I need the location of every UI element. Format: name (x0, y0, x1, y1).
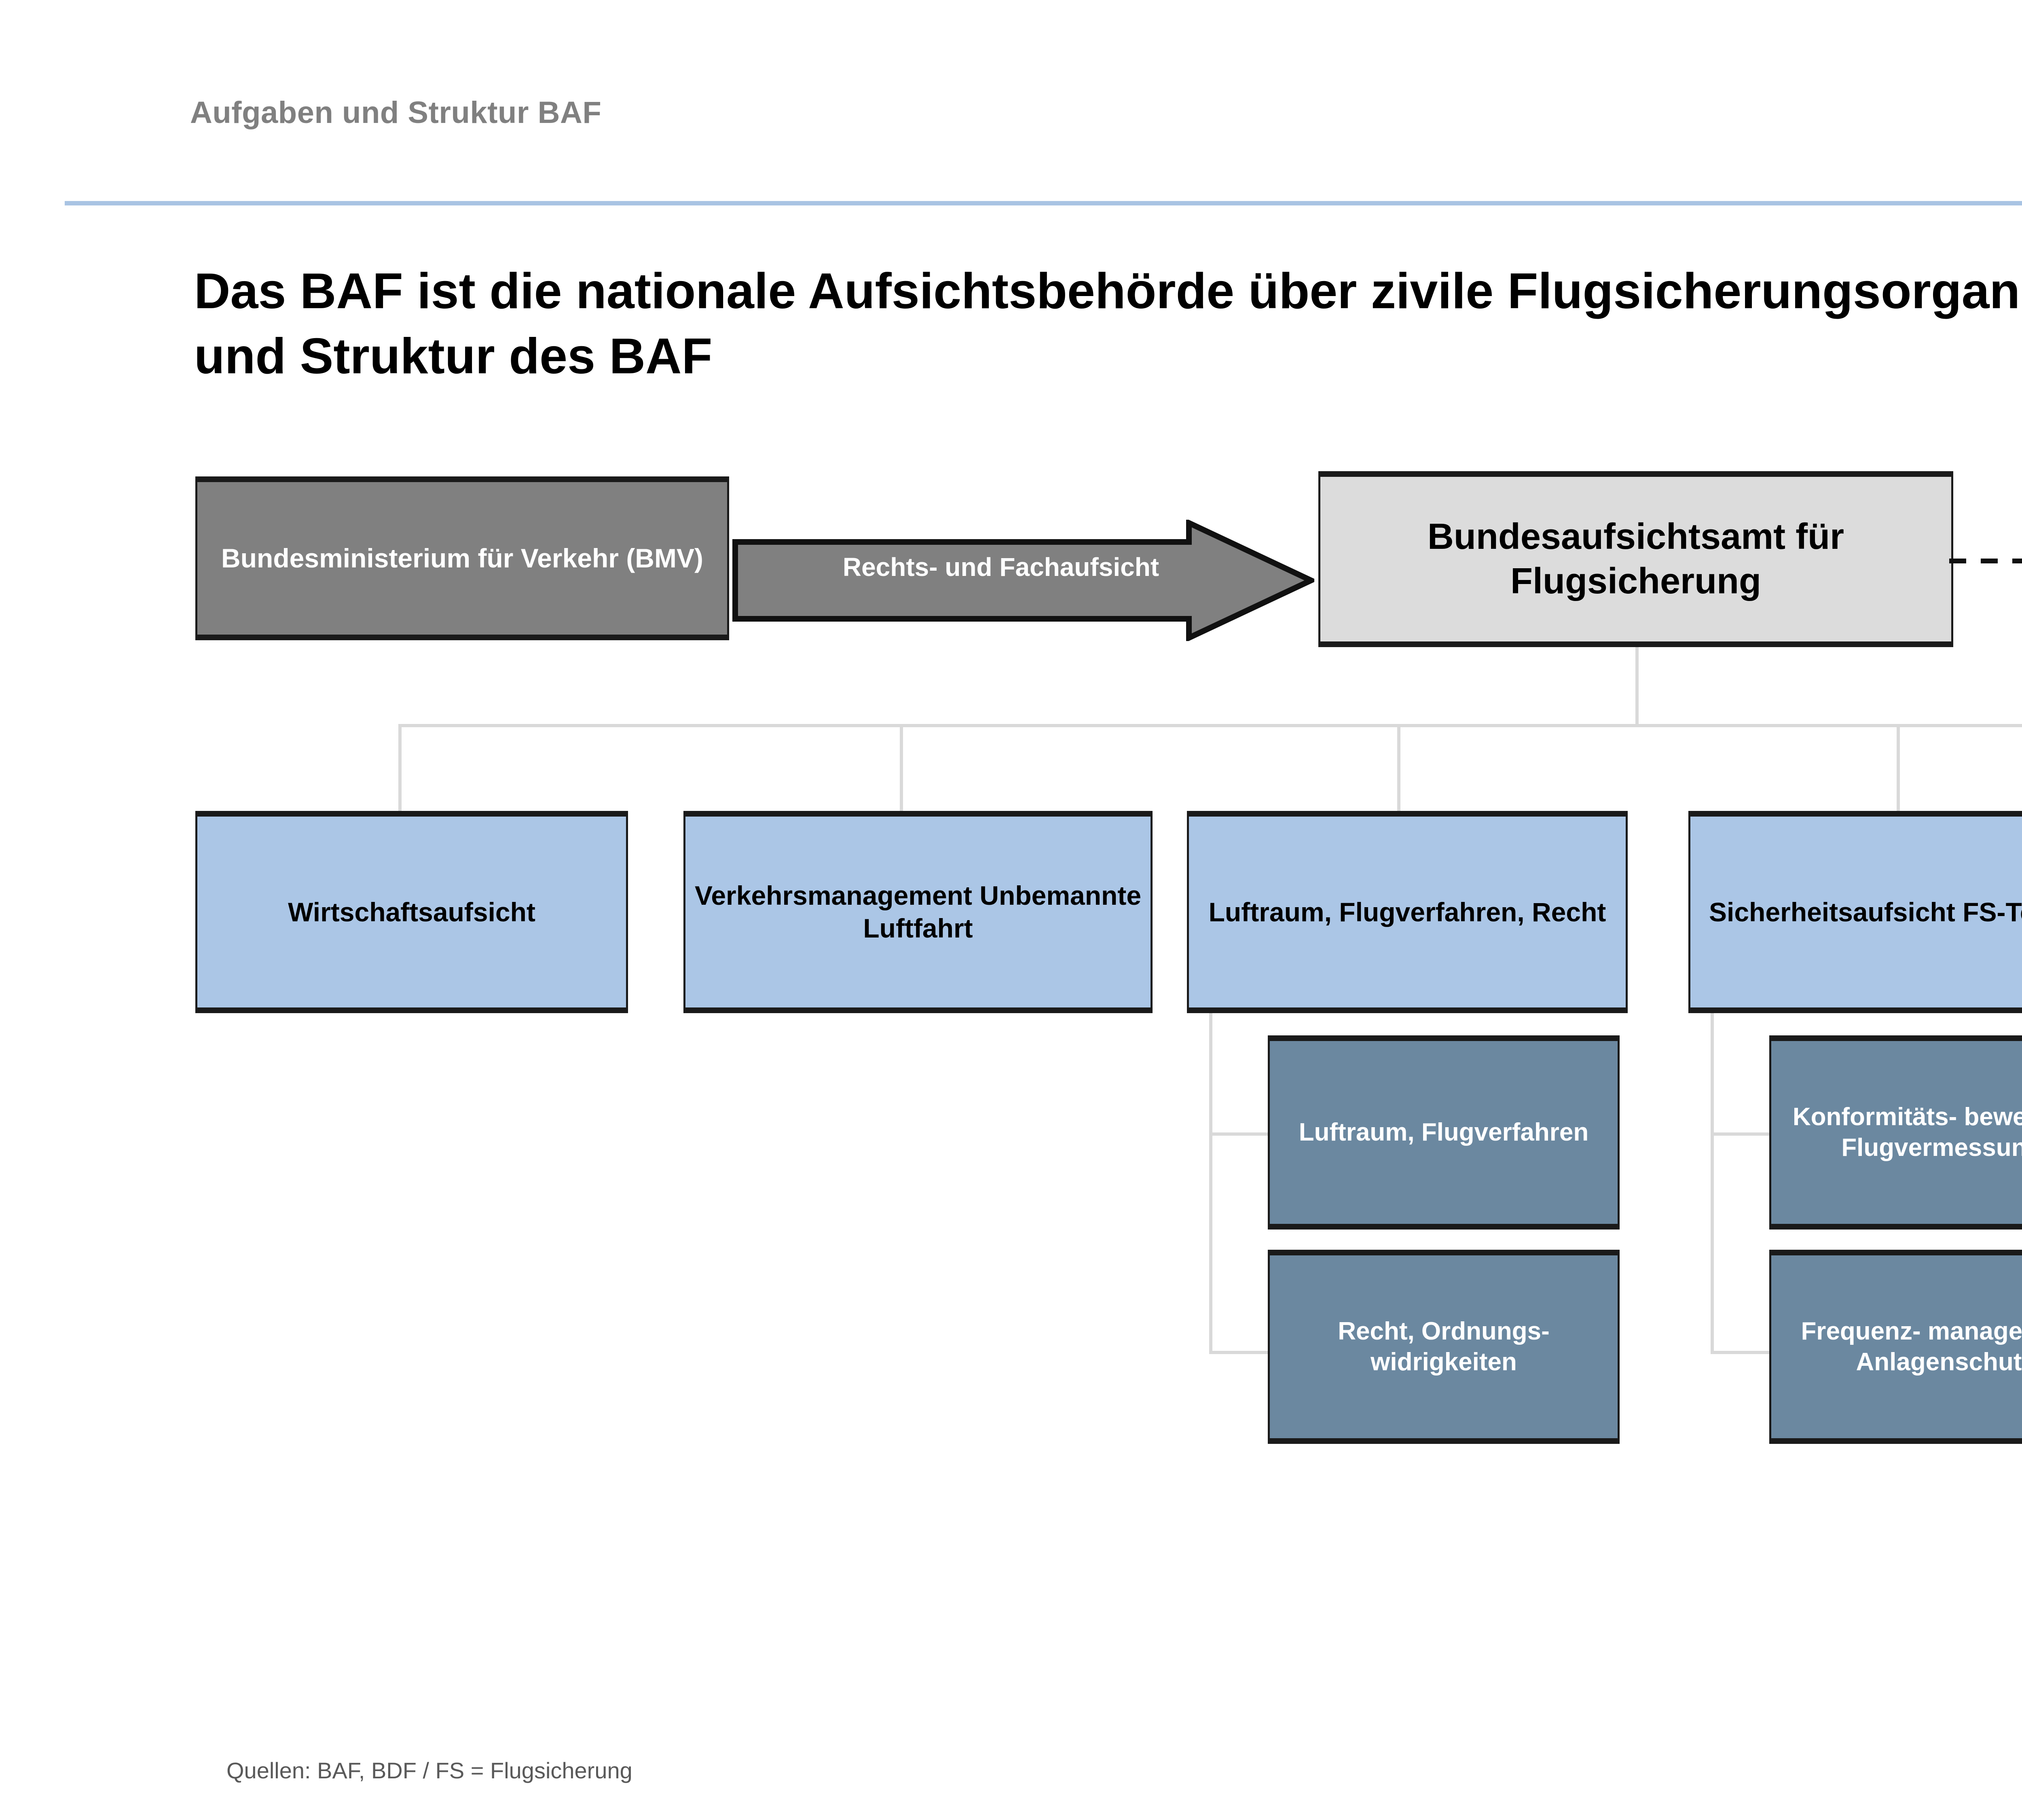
node-ministry[interactable]: Bundesministerium für Verkehr (BMV) (195, 476, 729, 640)
connector-unit-branch-4-1 (1711, 1132, 1771, 1136)
unit-box-3-2[interactable]: Recht, Ordnungs- widrigkeiten (1268, 1250, 1620, 1444)
connector-unit-branch-3-1 (1209, 1132, 1270, 1136)
connector-authority-stem (1635, 647, 1639, 726)
unit-box-4-2[interactable]: Frequenz- management, Anlagenschutz (1769, 1250, 2022, 1444)
page-title: Das BAF ist die nationale Aufsichtsbehör… (194, 263, 2022, 385)
department-box-1[interactable]: Wirtschaftsaufsicht (195, 811, 628, 1013)
connector-unit-branch-3-2 (1209, 1351, 1270, 1354)
dotted-liaison-line (1949, 559, 2022, 563)
department-box-3[interactable]: Luftraum, Flugverfahren, Recht (1187, 811, 1628, 1013)
connector-department-bus (398, 724, 2022, 727)
connector-unit-stem-3 (1209, 1013, 1212, 1353)
edge-label-verbindungsbuero: Verbindungsbüro (1949, 504, 2022, 534)
arrow-rechts-und-fachaufsicht (732, 520, 1314, 641)
unit-box-4-1[interactable]: Konformitäts- bewertung, Flugvermessung, (1769, 1035, 2022, 1230)
connector-drop-3 (1397, 724, 1400, 811)
department-box-2[interactable]: Verkehrsmanagement Unbemannte Luftfahrt (683, 811, 1153, 1013)
department-box-4[interactable]: Sicherheitsaufsicht FS-Technik (1688, 811, 2022, 1013)
header-divider (65, 201, 2022, 205)
connector-unit-stem-4 (1711, 1013, 1714, 1353)
connector-drop-2 (900, 724, 903, 811)
unit-box-3-1[interactable]: Luftraum, Flugverfahren (1268, 1035, 1620, 1230)
connector-drop-1 (398, 724, 402, 811)
footer-sources: Quellen: BAF, BDF / FS = Flugsicherung (226, 1758, 632, 1783)
node-authority[interactable]: Bundesaufsichtsamt für Flugsicherung (1318, 471, 1953, 647)
connector-drop-4 (1897, 724, 1900, 811)
connector-unit-branch-4-2 (1711, 1351, 1771, 1354)
page-kicker: Aufgaben und Struktur BAF (190, 95, 602, 130)
